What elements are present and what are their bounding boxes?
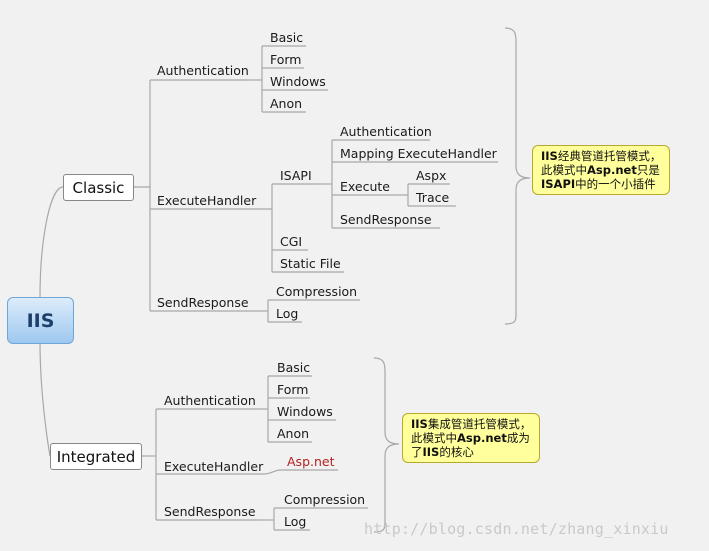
node-classic[interactable]: Classic [63, 174, 134, 201]
integrated-auth-windows[interactable]: Windows [277, 404, 333, 419]
isapi-execute[interactable]: Execute [340, 179, 390, 194]
classic-note[interactable]: IIS经典管道托管模式， 此模式中Asp.net只是 ISAPI中的一个小插件 [532, 145, 671, 195]
integrated-auth-anon[interactable]: Anon [277, 426, 310, 441]
node-integrated[interactable]: Integrated [50, 443, 142, 470]
integrated-authentication[interactable]: Authentication [164, 393, 256, 408]
classic-note-line2b: 只是 [636, 163, 660, 177]
classic-log[interactable]: Log [276, 306, 299, 321]
isapi-mapping-executehandler[interactable]: Mapping ExecuteHandler [340, 146, 497, 161]
classic-auth-windows[interactable]: Windows [270, 74, 326, 89]
watermark: http://blog.csdn.net/zhang_xinxiu [364, 520, 669, 538]
integrated-compression[interactable]: Compression [284, 492, 366, 507]
isapi-authentication[interactable]: Authentication [340, 124, 432, 139]
integrated-note-iis: IIS [411, 417, 428, 431]
integrated-aspnet[interactable]: Asp.net [287, 454, 335, 469]
integrated-note-line3a: 了 [411, 445, 423, 459]
classic-note-line1: 经典管道托管模式， [557, 149, 662, 163]
classic-sendresponse[interactable]: SendResponse [157, 295, 249, 310]
classic-auth-basic[interactable]: Basic [270, 30, 304, 45]
classic-label: Classic [72, 178, 125, 197]
classic-note-line3: 中的一个小插件 [575, 177, 656, 191]
integrated-label: Integrated [56, 447, 136, 466]
integrated-auth-form[interactable]: Form [277, 382, 309, 397]
classic-note-aspnet: Asp.net [587, 163, 637, 177]
integrated-executehandler[interactable]: ExecuteHandler [164, 459, 264, 474]
integrated-note-aspnet: Asp.net [457, 431, 507, 445]
classic-note-line2a: 此模式中 [541, 163, 587, 177]
integrated-note-iis2: IIS [422, 445, 440, 459]
isapi-sendresponse[interactable]: SendResponse [340, 212, 432, 227]
root-label: IIS [26, 309, 55, 332]
integrated-sendresponse[interactable]: SendResponse [164, 504, 256, 519]
execute-trace[interactable]: Trace [416, 190, 450, 205]
integrated-auth-basic[interactable]: Basic [277, 360, 311, 375]
integrated-note-line2a: 此模式中 [411, 431, 457, 445]
classic-authentication[interactable]: Authentication [157, 63, 249, 78]
classic-auth-form[interactable]: Form [270, 52, 302, 67]
integrated-note-line2b: 成为 [506, 431, 530, 445]
classic-executehandler[interactable]: ExecuteHandler [157, 193, 257, 208]
classic-note-isapi: ISAPI [541, 177, 576, 191]
root-node-iis[interactable]: IIS [7, 297, 74, 344]
integrated-note-line1: 集成管道托管模式， [427, 417, 532, 431]
classic-cgi[interactable]: CGI [280, 234, 303, 249]
integrated-note-line3b: 的核心 [439, 445, 474, 459]
integrated-note[interactable]: IIS集成管道托管模式， 此模式中Asp.net成为 了IIS的核心 [402, 413, 541, 463]
classic-compression[interactable]: Compression [276, 284, 358, 299]
classic-static-file[interactable]: Static File [280, 256, 341, 271]
classic-isapi[interactable]: ISAPI [280, 168, 312, 183]
classic-auth-anon[interactable]: Anon [270, 96, 303, 111]
classic-note-iis: IIS [541, 149, 558, 163]
execute-aspx[interactable]: Aspx [416, 168, 447, 183]
integrated-log[interactable]: Log [284, 514, 307, 529]
